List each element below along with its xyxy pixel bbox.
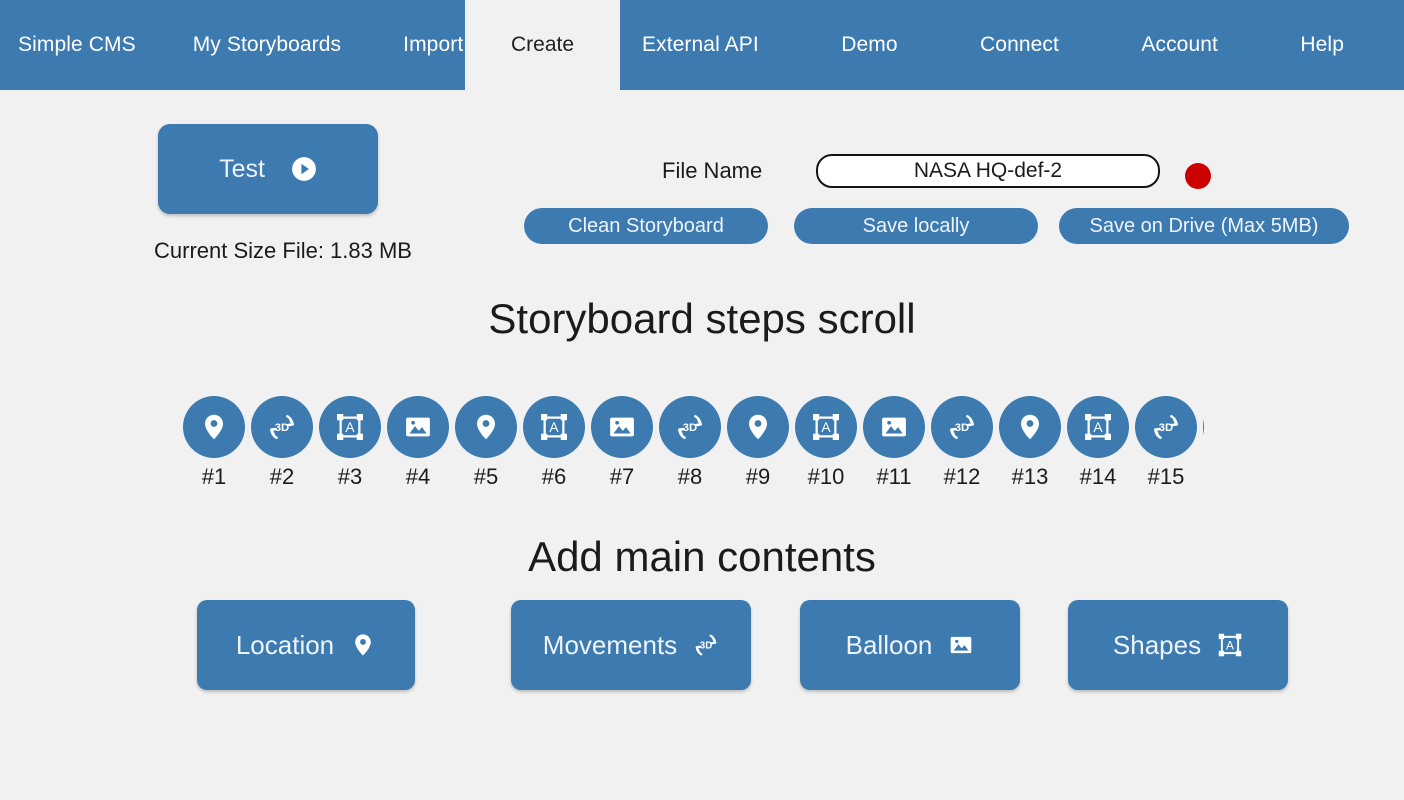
storyboard-step-15[interactable]: 3D #15 — [1132, 396, 1200, 490]
storyboard-step-label: #7 — [609, 464, 635, 489]
nav-item-account[interactable]: Account — [1141, 33, 1218, 56]
storyboard-step-label: #5 — [473, 464, 499, 489]
svg-text:A: A — [821, 420, 831, 435]
storyboard-step-7[interactable]: #7 — [588, 396, 656, 490]
storyboard-step-label: #13 — [1011, 464, 1049, 489]
nav-item-help[interactable]: Help — [1300, 33, 1344, 56]
add-shapes-label: Shapes — [1112, 629, 1202, 660]
storyboard-step-5[interactable]: #5 — [452, 396, 520, 490]
location-pin-icon — [999, 396, 1061, 458]
add-main-contents-heading: Add main contents — [528, 533, 876, 580]
add-movements-label: Movements — [542, 629, 678, 660]
add-balloon-button[interactable]: Balloon — [800, 600, 1020, 690]
storyboard-step-16[interactable]: #16 — [1200, 396, 1204, 490]
storyboard-step-label: #8 — [677, 464, 703, 489]
nav-item-external-api[interactable]: External API — [642, 33, 759, 56]
play-circle-icon — [291, 156, 317, 182]
file-name-input[interactable] — [816, 154, 1160, 188]
movements-3d-icon: 3D — [1135, 396, 1197, 458]
clean-storyboard-button[interactable]: Clean Storyboard — [524, 208, 768, 244]
nav-item-connect[interactable]: Connect — [980, 33, 1059, 56]
svg-text:3D: 3D — [275, 422, 289, 434]
svg-text:3D: 3D — [700, 640, 712, 651]
storyboard-step-label: #10 — [807, 464, 845, 489]
location-pin-icon — [350, 632, 376, 658]
storyboard-step-label: #1 — [201, 464, 227, 489]
movements-3d-icon: 3D — [251, 396, 313, 458]
storyboard-step-10[interactable]: A #10 — [792, 396, 860, 490]
storyboard-step-12[interactable]: 3D #12 — [928, 396, 996, 490]
nav-tab-create-label: Create — [510, 33, 575, 56]
add-location-label: Location — [235, 629, 335, 660]
storyboard-step-label: #12 — [943, 464, 981, 489]
nav-item-my-storyboards[interactable]: My Storyboards — [192, 33, 342, 56]
storyboard-step-9[interactable]: #9 — [724, 396, 792, 490]
test-button-label: Test — [219, 154, 265, 183]
nav-item-simple-cms[interactable]: Simple CMS — [18, 33, 136, 56]
storyboard-step-8[interactable]: 3D #8 — [656, 396, 724, 490]
balloon-image-icon — [591, 396, 653, 458]
file-name-label: File Name — [662, 158, 763, 183]
save-locally-button[interactable]: Save locally — [794, 208, 1038, 244]
storyboard-step-label: #4 — [405, 464, 431, 489]
balloon-image-icon — [387, 396, 449, 458]
current-size-file-text: Current Size File: 1.83 MB — [154, 238, 412, 263]
add-location-button[interactable]: Location — [197, 600, 415, 690]
storyboard-step-14[interactable]: A #14 — [1064, 396, 1132, 490]
storyboard-step-6[interactable]: A #6 — [520, 396, 588, 490]
nav-item-import[interactable]: Import — [403, 33, 464, 56]
record-status-indicator — [1185, 163, 1211, 189]
storyboard-step-label: #15 — [1147, 464, 1185, 489]
shapes-icon: A — [1067, 396, 1129, 458]
svg-text:A: A — [1226, 638, 1234, 652]
storyboard-step-13[interactable]: #13 — [996, 396, 1064, 490]
shapes-icon: A — [795, 396, 857, 458]
location-pin-icon — [455, 396, 517, 458]
save-on-drive-button[interactable]: Save on Drive (Max 5MB) — [1059, 208, 1349, 244]
storyboard-step-label: #14 — [1079, 464, 1117, 489]
storyboard-step-1[interactable]: #1 — [180, 396, 248, 490]
balloon-image-icon — [948, 632, 974, 658]
nav-item-demo[interactable]: Demo — [841, 33, 898, 56]
nav-tab-create[interactable]: Create — [465, 0, 620, 90]
storyboard-step-label: #6 — [541, 464, 567, 489]
storyboard-steps-heading: Storyboard steps scroll — [488, 295, 916, 342]
svg-text:3D: 3D — [1159, 422, 1173, 434]
svg-text:3D: 3D — [955, 422, 969, 434]
movements-3d-icon: 3D — [931, 396, 993, 458]
storyboard-step-4[interactable]: #4 — [384, 396, 452, 490]
shapes-icon: A — [319, 396, 381, 458]
location-pin-icon — [183, 396, 245, 458]
nav-left-group: Simple CMS My Storyboards Import — [0, 0, 465, 90]
location-pin-icon — [1203, 396, 1204, 458]
svg-text:3D: 3D — [683, 422, 697, 434]
shapes-icon: A — [1217, 632, 1243, 658]
add-balloon-label: Balloon — [845, 629, 933, 660]
storyboard-steps-scroll[interactable]: #1 3D #2 A #3 #4 #5 A #6 #7 3D #8 #9 A #10 #11 3D #12 #13 A… — [180, 396, 1204, 496]
svg-text:A: A — [549, 420, 559, 435]
balloon-image-icon — [863, 396, 925, 458]
location-pin-icon — [727, 396, 789, 458]
shapes-icon: A — [523, 396, 585, 458]
add-shapes-button[interactable]: Shapes A — [1068, 600, 1288, 690]
nav-right-group: External API Demo Connect Account Help — [620, 0, 1404, 90]
storyboard-steps-track: #1 3D #2 A #3 #4 #5 A #6 #7 3D #8 #9 A #10 #11 3D #12 #13 A… — [180, 396, 1204, 490]
movements-3d-icon: 3D — [659, 396, 721, 458]
top-navigation-bar: Simple CMS My Storyboards Import Create … — [0, 0, 1404, 90]
storyboard-step-3[interactable]: A #3 — [316, 396, 384, 490]
storyboard-step-label: #11 — [876, 464, 912, 489]
movements-3d-icon: 3D — [693, 632, 719, 658]
add-movements-button[interactable]: Movements 3D — [511, 600, 751, 690]
storyboard-step-label: #2 — [269, 464, 295, 489]
storyboard-step-11[interactable]: #11 — [860, 396, 928, 490]
storyboard-step-label: #3 — [337, 464, 363, 489]
svg-text:A: A — [345, 420, 355, 435]
storyboard-step-label: #9 — [745, 464, 771, 489]
test-button[interactable]: Test — [158, 124, 378, 214]
storyboard-step-2[interactable]: 3D #2 — [248, 396, 316, 490]
svg-text:A: A — [1093, 420, 1103, 435]
